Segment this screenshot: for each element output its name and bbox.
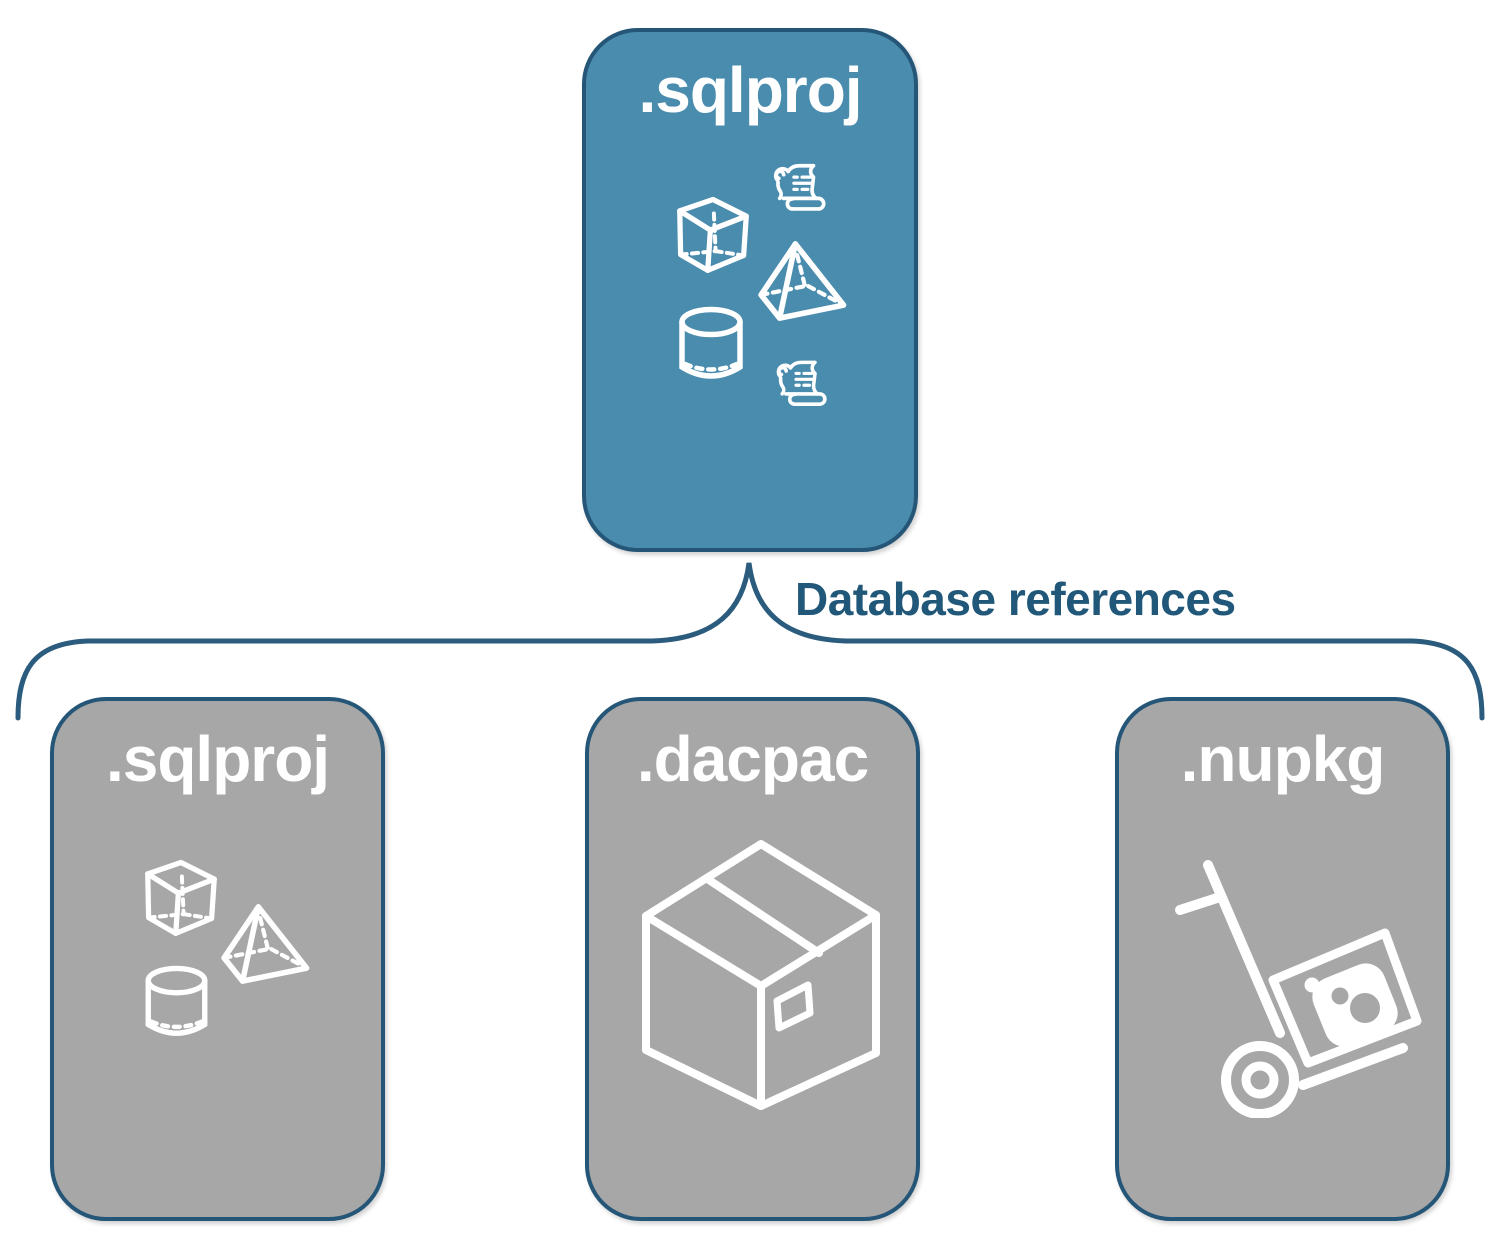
scroll-icon — [770, 352, 830, 409]
cube-icon — [669, 189, 757, 273]
child-card-label: .sqlproj — [105, 723, 330, 795]
cylinder-icon — [143, 965, 210, 1041]
child-card-label: .nupkg — [1180, 723, 1386, 795]
child-card-sqlproj: .sqlproj — [50, 697, 385, 1221]
hand-truck-icon — [1165, 843, 1425, 1118]
child-card-label: .dacpac — [636, 723, 869, 795]
root-card-sqlproj: .sqlproj — [582, 28, 918, 552]
brace-connector — [15, 562, 1485, 721]
cylinder-icon — [678, 306, 744, 384]
child-card-nupkg: .nupkg — [1115, 697, 1450, 1221]
pyramid-icon — [749, 236, 851, 326]
root-card-label: .sqlproj — [638, 54, 862, 126]
scroll-icon — [767, 155, 829, 214]
pyramid-icon — [212, 899, 314, 989]
child-card-dacpac: .dacpac — [585, 697, 920, 1221]
connector-label: Database references — [795, 573, 1236, 625]
package-box-icon — [639, 831, 884, 1111]
